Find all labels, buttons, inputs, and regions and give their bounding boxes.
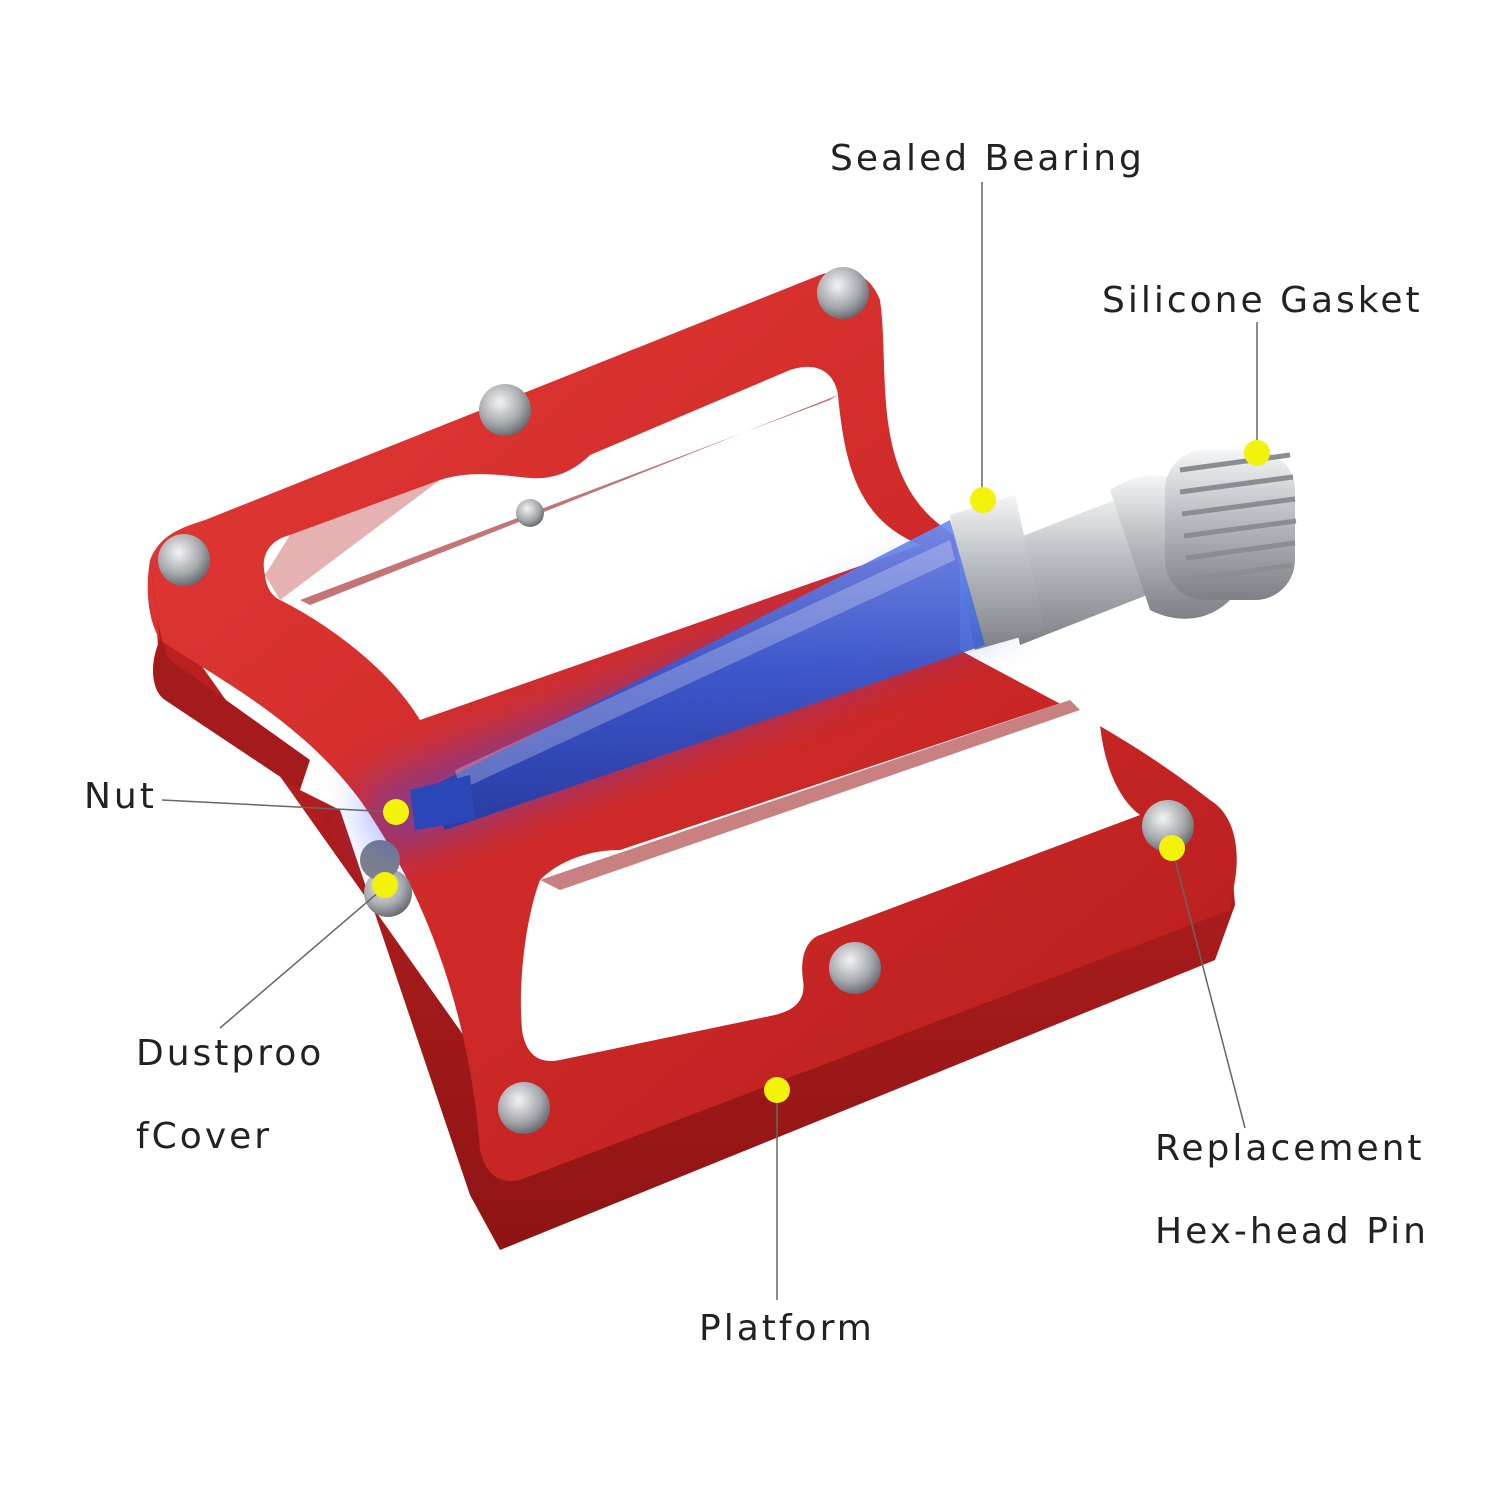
label-platform: Platform	[699, 1308, 875, 1349]
marker-platform	[764, 1077, 790, 1103]
leader-replacement	[1171, 847, 1246, 1129]
callout-markers	[372, 440, 1270, 1103]
leader-dustproof	[219, 884, 388, 1029]
label-replacement-line2: Hex-head Pin	[1155, 1211, 1429, 1252]
axle-end	[950, 450, 1297, 650]
marker-replacement-pin	[1159, 835, 1185, 861]
label-nut: Nut	[84, 776, 157, 817]
label-dustproof-line2: fCover	[136, 1116, 273, 1157]
marker-silicone-gasket	[1244, 440, 1270, 466]
label-silicone-gasket: Silicone Gasket	[1102, 280, 1423, 321]
leader-lines	[161, 182, 1258, 1300]
marker-sealed-bearing	[970, 487, 996, 513]
pedal-platform	[147, 271, 1237, 1250]
marker-nut	[383, 799, 409, 825]
label-dustproof-line1: Dustproo	[136, 1033, 325, 1074]
leader-nut	[161, 799, 396, 813]
marker-dustproof-cover	[372, 872, 398, 898]
label-replacement-line1: Replacement	[1155, 1128, 1425, 1169]
label-sealed-bearing: Sealed Bearing	[830, 138, 1145, 179]
blue-spindle	[410, 520, 985, 830]
